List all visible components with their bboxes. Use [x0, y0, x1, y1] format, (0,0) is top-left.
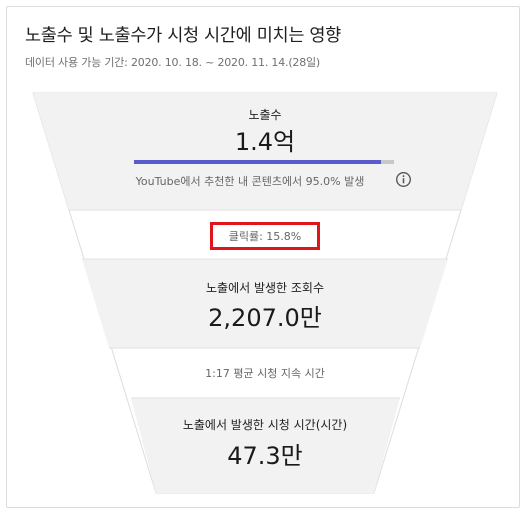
recommended-share-bar-fill — [134, 160, 381, 164]
card-title: 노출수 및 노출수가 시청 시간에 미치는 영향 — [25, 26, 341, 46]
views-label-wrap: 노출에서 발생한 조회수 — [0, 279, 530, 296]
watch-time-label: 노출에서 발생한 시청 시간(시간) — [182, 418, 348, 432]
ctr-text: 클릭률: 15.8% — [228, 230, 302, 243]
info-icon[interactable] — [395, 171, 412, 188]
impressions-stage: 노출수 — [0, 106, 530, 123]
views-value: 2,207.0만 — [208, 304, 322, 332]
impressions-value: 1.4억 — [234, 128, 296, 156]
date-range-subtitle: 데이터 사용 가능 기간: 2020. 10. 18. ~ 2020. 11. … — [25, 56, 321, 69]
impressions-note-wrap: YouTube에서 추천한 내 콘텐츠에서 95.0% 발생 — [0, 173, 515, 189]
impressions-source-note: YouTube에서 추천한 내 콘텐츠에서 95.0% 발생 — [135, 175, 365, 188]
recommended-share-bar — [134, 160, 394, 164]
funnel-stage-impressions — [33, 93, 497, 210]
avg-view-duration-text: 1:17 평균 시청 지속 시간 — [205, 367, 325, 380]
funnel-stage-watch-time — [131, 398, 400, 493]
impressions-label: 노출수 — [248, 108, 282, 122]
watch-time-value-wrap: 47.3만 — [0, 436, 530, 471]
funnel-stage-views — [82, 259, 448, 348]
views-value-wrap: 2,207.0만 — [0, 298, 530, 333]
watch-time-value: 47.3만 — [227, 442, 303, 470]
impressions-value-wrap: 1.4억 — [0, 122, 530, 157]
watch-time-label-wrap: 노출에서 발생한 시청 시간(시간) — [0, 416, 530, 433]
avg-view-duration-wrap: 1:17 평균 시청 지속 시간 — [0, 365, 530, 381]
ctr-highlight: 클릭률: 15.8% — [210, 222, 320, 250]
views-label: 노출에서 발생한 조회수 — [205, 281, 325, 295]
